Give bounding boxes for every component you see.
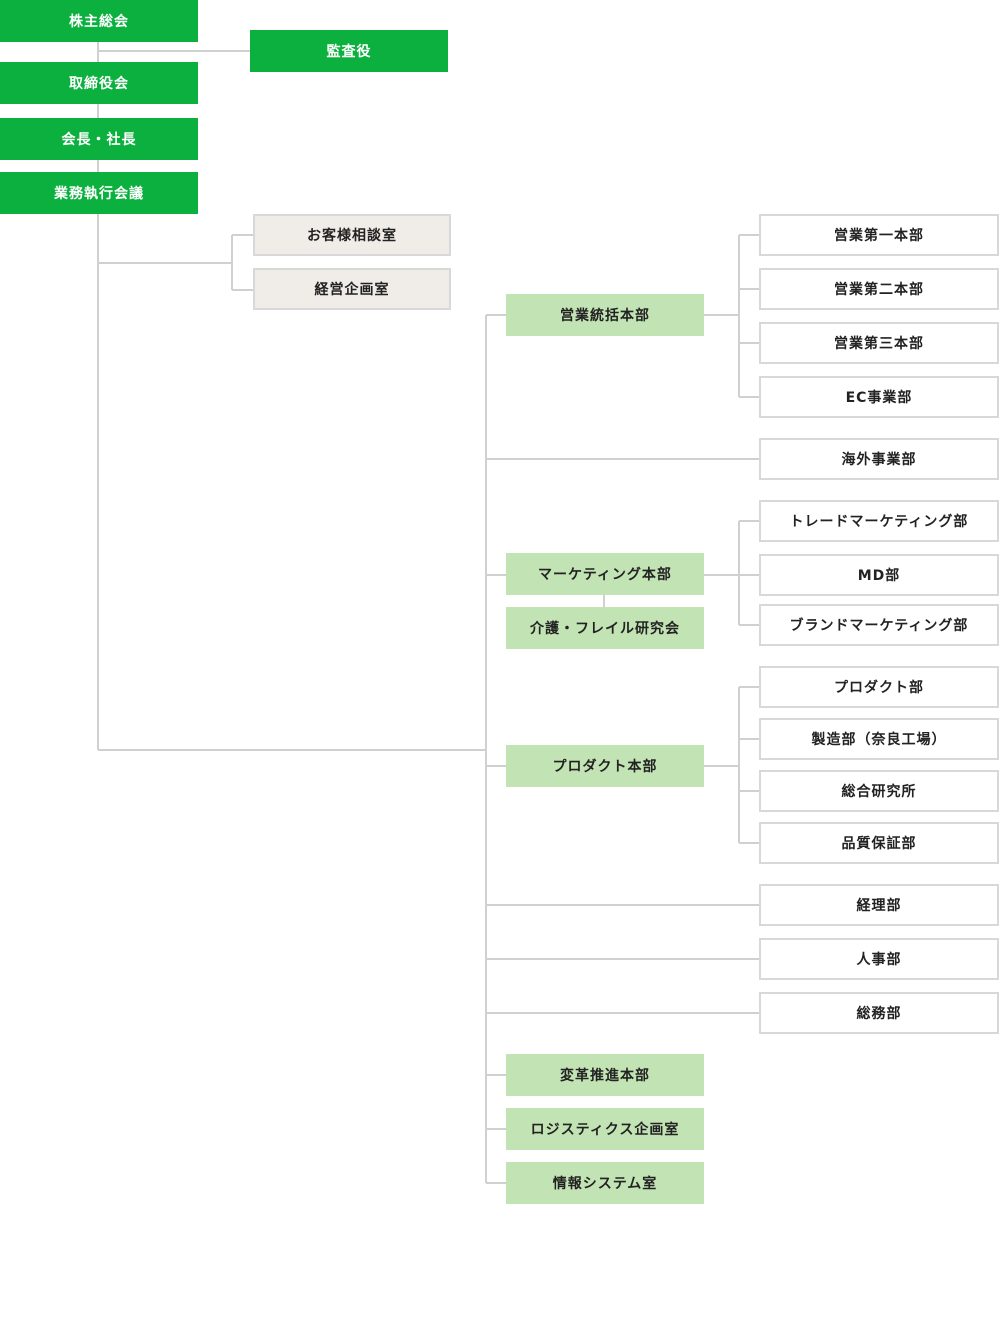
node-trade-marketing: トレードマーケティング部 [759, 500, 999, 542]
node-executive-meeting: 業務執行会議 [0, 172, 198, 214]
node-corporate-planning: 経営企画室 [253, 268, 451, 310]
node-sales-1: 営業第一本部 [759, 214, 999, 256]
node-customer-consultation: お客様相談室 [253, 214, 451, 256]
node-product: プロダクト部 [759, 666, 999, 708]
node-overseas: 海外事業部 [759, 438, 999, 480]
node-transformation-hq: 変革推進本部 [506, 1054, 704, 1096]
node-sales-hq: 営業統括本部 [506, 294, 704, 336]
node-auditor: 監査役 [250, 30, 448, 72]
node-sales-2: 営業第二本部 [759, 268, 999, 310]
node-research: 総合研究所 [759, 770, 999, 812]
node-general-affairs: 総務部 [759, 992, 999, 1034]
node-md: MD部 [759, 554, 999, 596]
node-logistics-planning: ロジスティクス企画室 [506, 1108, 704, 1150]
node-accounting: 経理部 [759, 884, 999, 926]
node-quality: 品質保証部 [759, 822, 999, 864]
node-hr: 人事部 [759, 938, 999, 980]
node-brand-marketing: ブランドマーケティング部 [759, 604, 999, 646]
node-sales-3: 営業第三本部 [759, 322, 999, 364]
node-manufacturing: 製造部（奈良工場） [759, 718, 999, 760]
node-ec: EC事業部 [759, 376, 999, 418]
node-shareholders: 株主総会 [0, 0, 198, 42]
node-product-hq: プロダクト本部 [506, 745, 704, 787]
node-care-frailty-society: 介護・フレイル研究会 [506, 607, 704, 649]
node-chairman-president: 会長・社長 [0, 118, 198, 160]
node-board: 取締役会 [0, 62, 198, 104]
node-marketing-hq: マーケティング本部 [506, 553, 704, 595]
node-information-systems: 情報システム室 [506, 1162, 704, 1204]
